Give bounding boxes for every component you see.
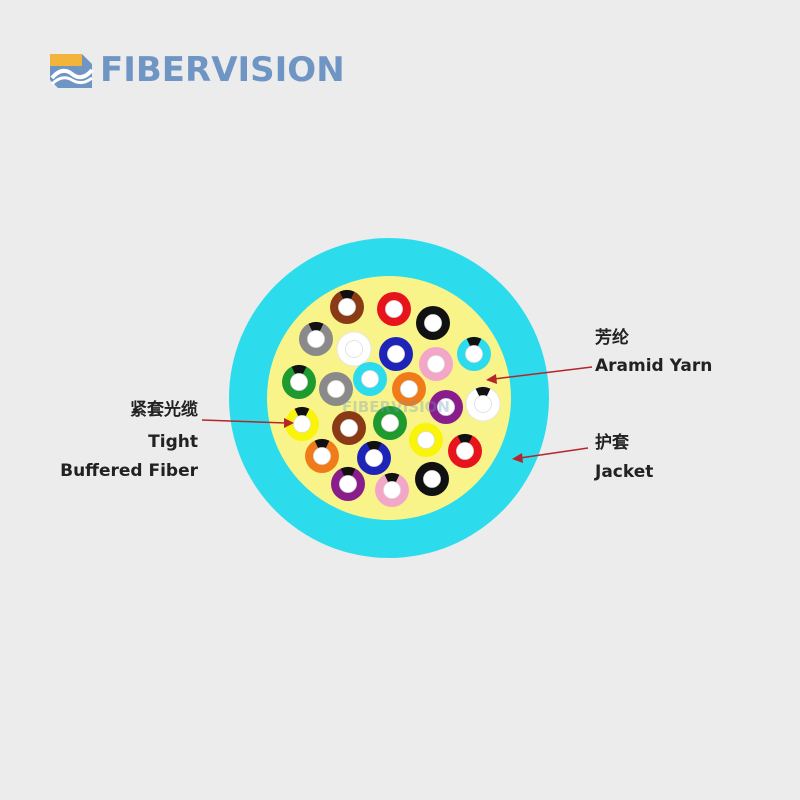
tight-buffered-fiber: [375, 473, 409, 507]
fiber-arrow: [201, 418, 294, 428]
tight-buffered-fiber: [419, 347, 453, 381]
tight-buffered-fiber: [353, 362, 387, 396]
fiber-label-en-1: Tight: [148, 432, 198, 452]
fiber-core: [465, 345, 483, 363]
tight-buffered-fiber: [330, 290, 364, 324]
aramid-label-en: Aramid Yarn: [595, 356, 713, 376]
jacket-arrow: [512, 447, 589, 463]
tight-buffered-fiber: [319, 372, 353, 406]
tight-buffered-fiber: [377, 292, 411, 326]
tight-buffered-fiber: [465, 386, 501, 422]
tight-buffered-fiber: [299, 322, 333, 356]
fiber-core: [474, 395, 492, 413]
watermark: FIBERVISION: [342, 398, 450, 416]
fiber-core: [417, 431, 435, 449]
brand-name: FIBERVISION: [100, 50, 345, 90]
fiber-core: [423, 470, 441, 488]
fiber-core: [385, 300, 403, 318]
tight-buffered-fiber: [305, 439, 339, 473]
fiber-core: [383, 481, 401, 499]
fiber-core: [427, 355, 445, 373]
tight-buffered-fiber: [357, 441, 391, 475]
tight-buffered-fiber: [415, 462, 449, 496]
tight-buffered-fiber: [409, 423, 443, 457]
tight-buffered-fiber: [373, 406, 407, 440]
tight-buffered-fiber: [429, 390, 463, 424]
fiber-core: [290, 373, 308, 391]
fiber-core: [345, 340, 363, 358]
tight-buffered-fiber: [332, 411, 366, 445]
tight-buffered-fiber: [336, 331, 372, 367]
fiber-label-en-2: Buffered Fiber: [60, 461, 198, 481]
aramid-arrow: [486, 366, 593, 384]
fiber-core: [365, 449, 383, 467]
fiber-core: [437, 398, 455, 416]
fiber-core: [340, 419, 358, 437]
aramid-label-cn: 芳纶: [595, 328, 629, 348]
tight-buffered-fiber: [282, 365, 316, 399]
fiber-core: [293, 415, 311, 433]
fiber-core: [387, 345, 405, 363]
fiber-core: [424, 314, 442, 332]
fiber-core: [307, 330, 325, 348]
tight-buffered-fiber: [457, 337, 491, 371]
fiber-core: [313, 447, 331, 465]
jacket-label-en: Jacket: [595, 462, 654, 482]
fiber-core: [381, 414, 399, 432]
logo-mark-icon: [50, 54, 94, 88]
fiber-core: [400, 380, 418, 398]
fiber-label-cn: 紧套光缆: [130, 400, 198, 420]
jacket-label-cn: 护套: [595, 433, 629, 453]
fiber-core: [339, 475, 357, 493]
fiber-core: [327, 380, 345, 398]
tight-buffered-fiber: [379, 337, 413, 371]
fiber-core: [338, 298, 356, 316]
fiber-core: [361, 370, 379, 388]
tight-buffered-fiber: [331, 467, 365, 501]
tight-buffered-fiber: [448, 434, 482, 468]
tight-buffered-fiber: [285, 407, 319, 441]
tight-buffered-fiber: [416, 306, 450, 340]
fiber-core: [456, 442, 474, 460]
tight-buffered-fiber: [392, 372, 426, 406]
brand-logo: FIBERVISION: [48, 48, 368, 96]
fiber-group: [282, 290, 501, 507]
